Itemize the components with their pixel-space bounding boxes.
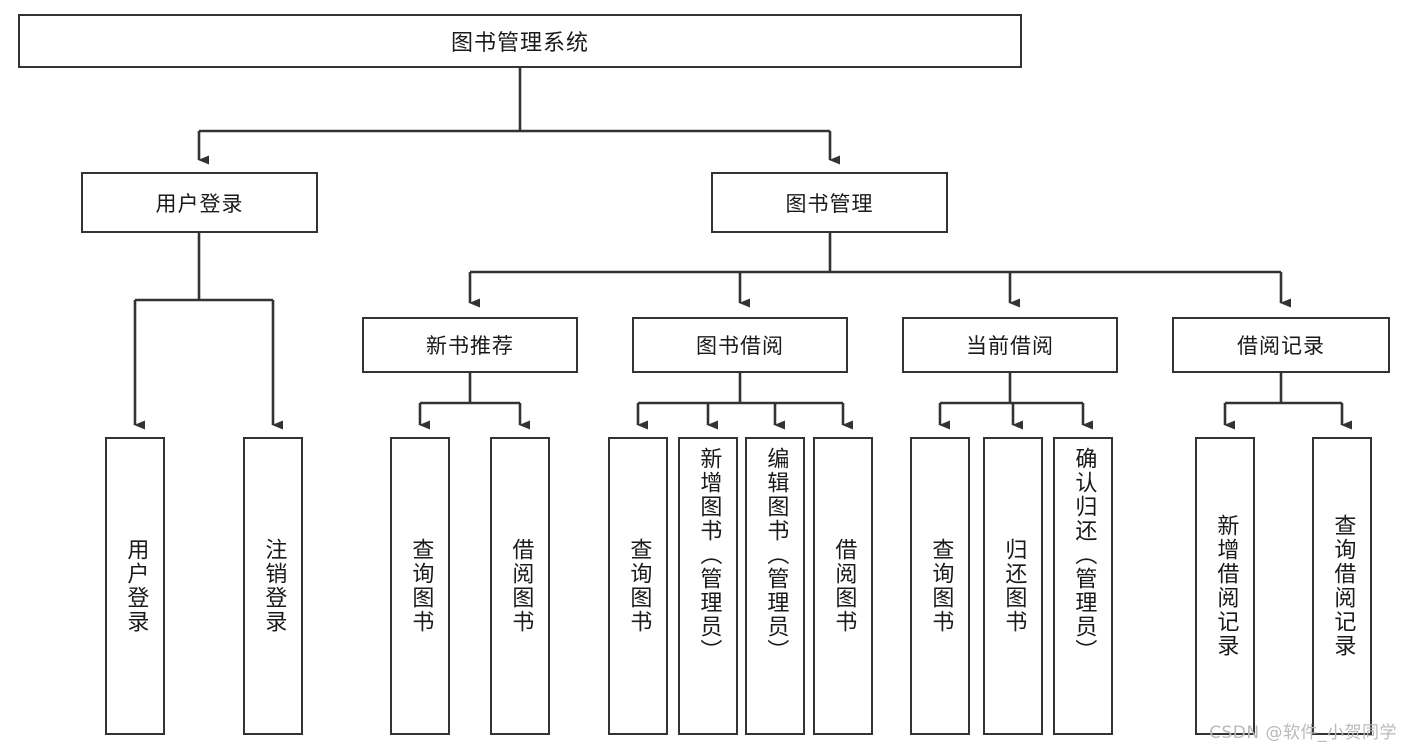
- node-leaf-newbook-query-book[interactable]: 查询图书: [390, 437, 450, 735]
- node-leaf-borrow-add-book-admin[interactable]: 新增图书（管理员）: [678, 437, 738, 735]
- node-leaf-label: 查询图书: [408, 538, 434, 634]
- node-leaf-label: 归还图书: [1001, 538, 1027, 634]
- watermark-text: CSDN @软件_小贺同学: [1209, 723, 1397, 743]
- node-leaf-user-login-signin[interactable]: 用户登录: [105, 437, 165, 735]
- node-leaf-label: 新增借阅记录: [1213, 514, 1239, 658]
- node-user-login[interactable]: 用户登录: [81, 172, 318, 233]
- node-leaf-newbook-borrow-book[interactable]: 借阅图书: [490, 437, 550, 735]
- node-new-book-recommend-label: 新书推荐: [426, 334, 514, 358]
- node-leaf-current-query-book[interactable]: 查询图书: [910, 437, 970, 735]
- node-leaf-label: 查询图书: [626, 538, 652, 634]
- node-leaf-user-login-signout[interactable]: 注销登录: [243, 437, 303, 735]
- node-leaf-label: 用户登录: [123, 538, 149, 634]
- node-leaf-label: 查询图书: [928, 538, 954, 634]
- node-user-login-label: 用户登录: [155, 191, 244, 216]
- node-book-borrow-label: 图书借阅: [696, 334, 784, 358]
- node-current-borrow[interactable]: 当前借阅: [902, 317, 1118, 373]
- node-leaf-record-add-record[interactable]: 新增借阅记录: [1195, 437, 1255, 735]
- node-borrow-record-label: 借阅记录: [1237, 334, 1325, 358]
- node-leaf-record-query-record[interactable]: 查询借阅记录: [1312, 437, 1372, 735]
- node-leaf-label: 查询借阅记录: [1330, 514, 1356, 658]
- node-leaf-borrow-query-book[interactable]: 查询图书: [608, 437, 668, 735]
- node-book-management-label: 图书管理: [785, 191, 874, 216]
- node-leaf-current-return-book[interactable]: 归还图书: [983, 437, 1043, 735]
- node-leaf-label: 编辑图书（管理员）: [763, 447, 789, 663]
- node-leaf-label: 借阅图书: [831, 538, 857, 634]
- node-leaf-current-confirm-return-admin[interactable]: 确认归还（管理员）: [1053, 437, 1113, 735]
- node-new-book-recommend[interactable]: 新书推荐: [362, 317, 578, 373]
- node-current-borrow-label: 当前借阅: [966, 334, 1054, 358]
- node-root-label: 图书管理系统: [450, 31, 589, 56]
- node-leaf-label: 确认归还（管理员）: [1071, 447, 1097, 663]
- node-book-management[interactable]: 图书管理: [711, 172, 948, 233]
- node-leaf-label: 注销登录: [261, 538, 287, 634]
- node-leaf-label: 新增图书（管理员）: [696, 447, 722, 663]
- node-borrow-record[interactable]: 借阅记录: [1172, 317, 1390, 373]
- node-root-system[interactable]: 图书管理系统: [18, 14, 1022, 68]
- node-book-borrow[interactable]: 图书借阅: [632, 317, 848, 373]
- node-leaf-borrow-borrow-book[interactable]: 借阅图书: [813, 437, 873, 735]
- node-leaf-label: 借阅图书: [508, 538, 534, 634]
- node-leaf-borrow-edit-book-admin[interactable]: 编辑图书（管理员）: [745, 437, 805, 735]
